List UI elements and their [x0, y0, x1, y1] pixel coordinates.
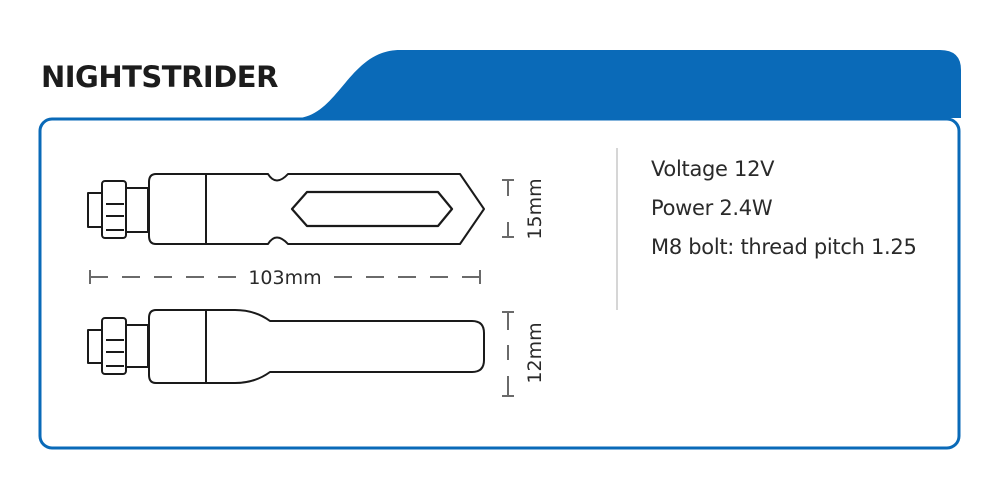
spec-power: Power 2.4W: [651, 196, 773, 220]
indicator-top-drawing: [87, 173, 485, 245]
indicator-bottom-body: [148, 309, 485, 384]
indicator-top-collar: [125, 187, 149, 233]
spec-list: Voltage 12V Power 2.4W M8 bolt: thread p…: [651, 156, 917, 273]
brand-title: NIGHTSTRIDER: [41, 60, 278, 94]
length-dimension-line: [89, 270, 481, 284]
spec-voltage: Voltage 12V: [651, 157, 775, 181]
indicator-bottom-collar: [125, 324, 149, 368]
bottom-height-dimension-line: [502, 311, 514, 397]
top-height-dimension-line: [502, 179, 514, 238]
spec-bolt: M8 bolt: thread pitch 1.25: [651, 235, 917, 259]
top-height-label: 15mm: [524, 178, 546, 239]
indicator-top-bolt: [87, 192, 103, 228]
length-label: 103mm: [248, 267, 321, 289]
indicator-bottom-bolt: [87, 329, 103, 364]
indicator-top-lens: [290, 190, 454, 228]
bottom-height-label: 12mm: [524, 322, 546, 383]
indicator-bottom-drawing: [87, 309, 485, 384]
header-tab: [300, 50, 961, 118]
